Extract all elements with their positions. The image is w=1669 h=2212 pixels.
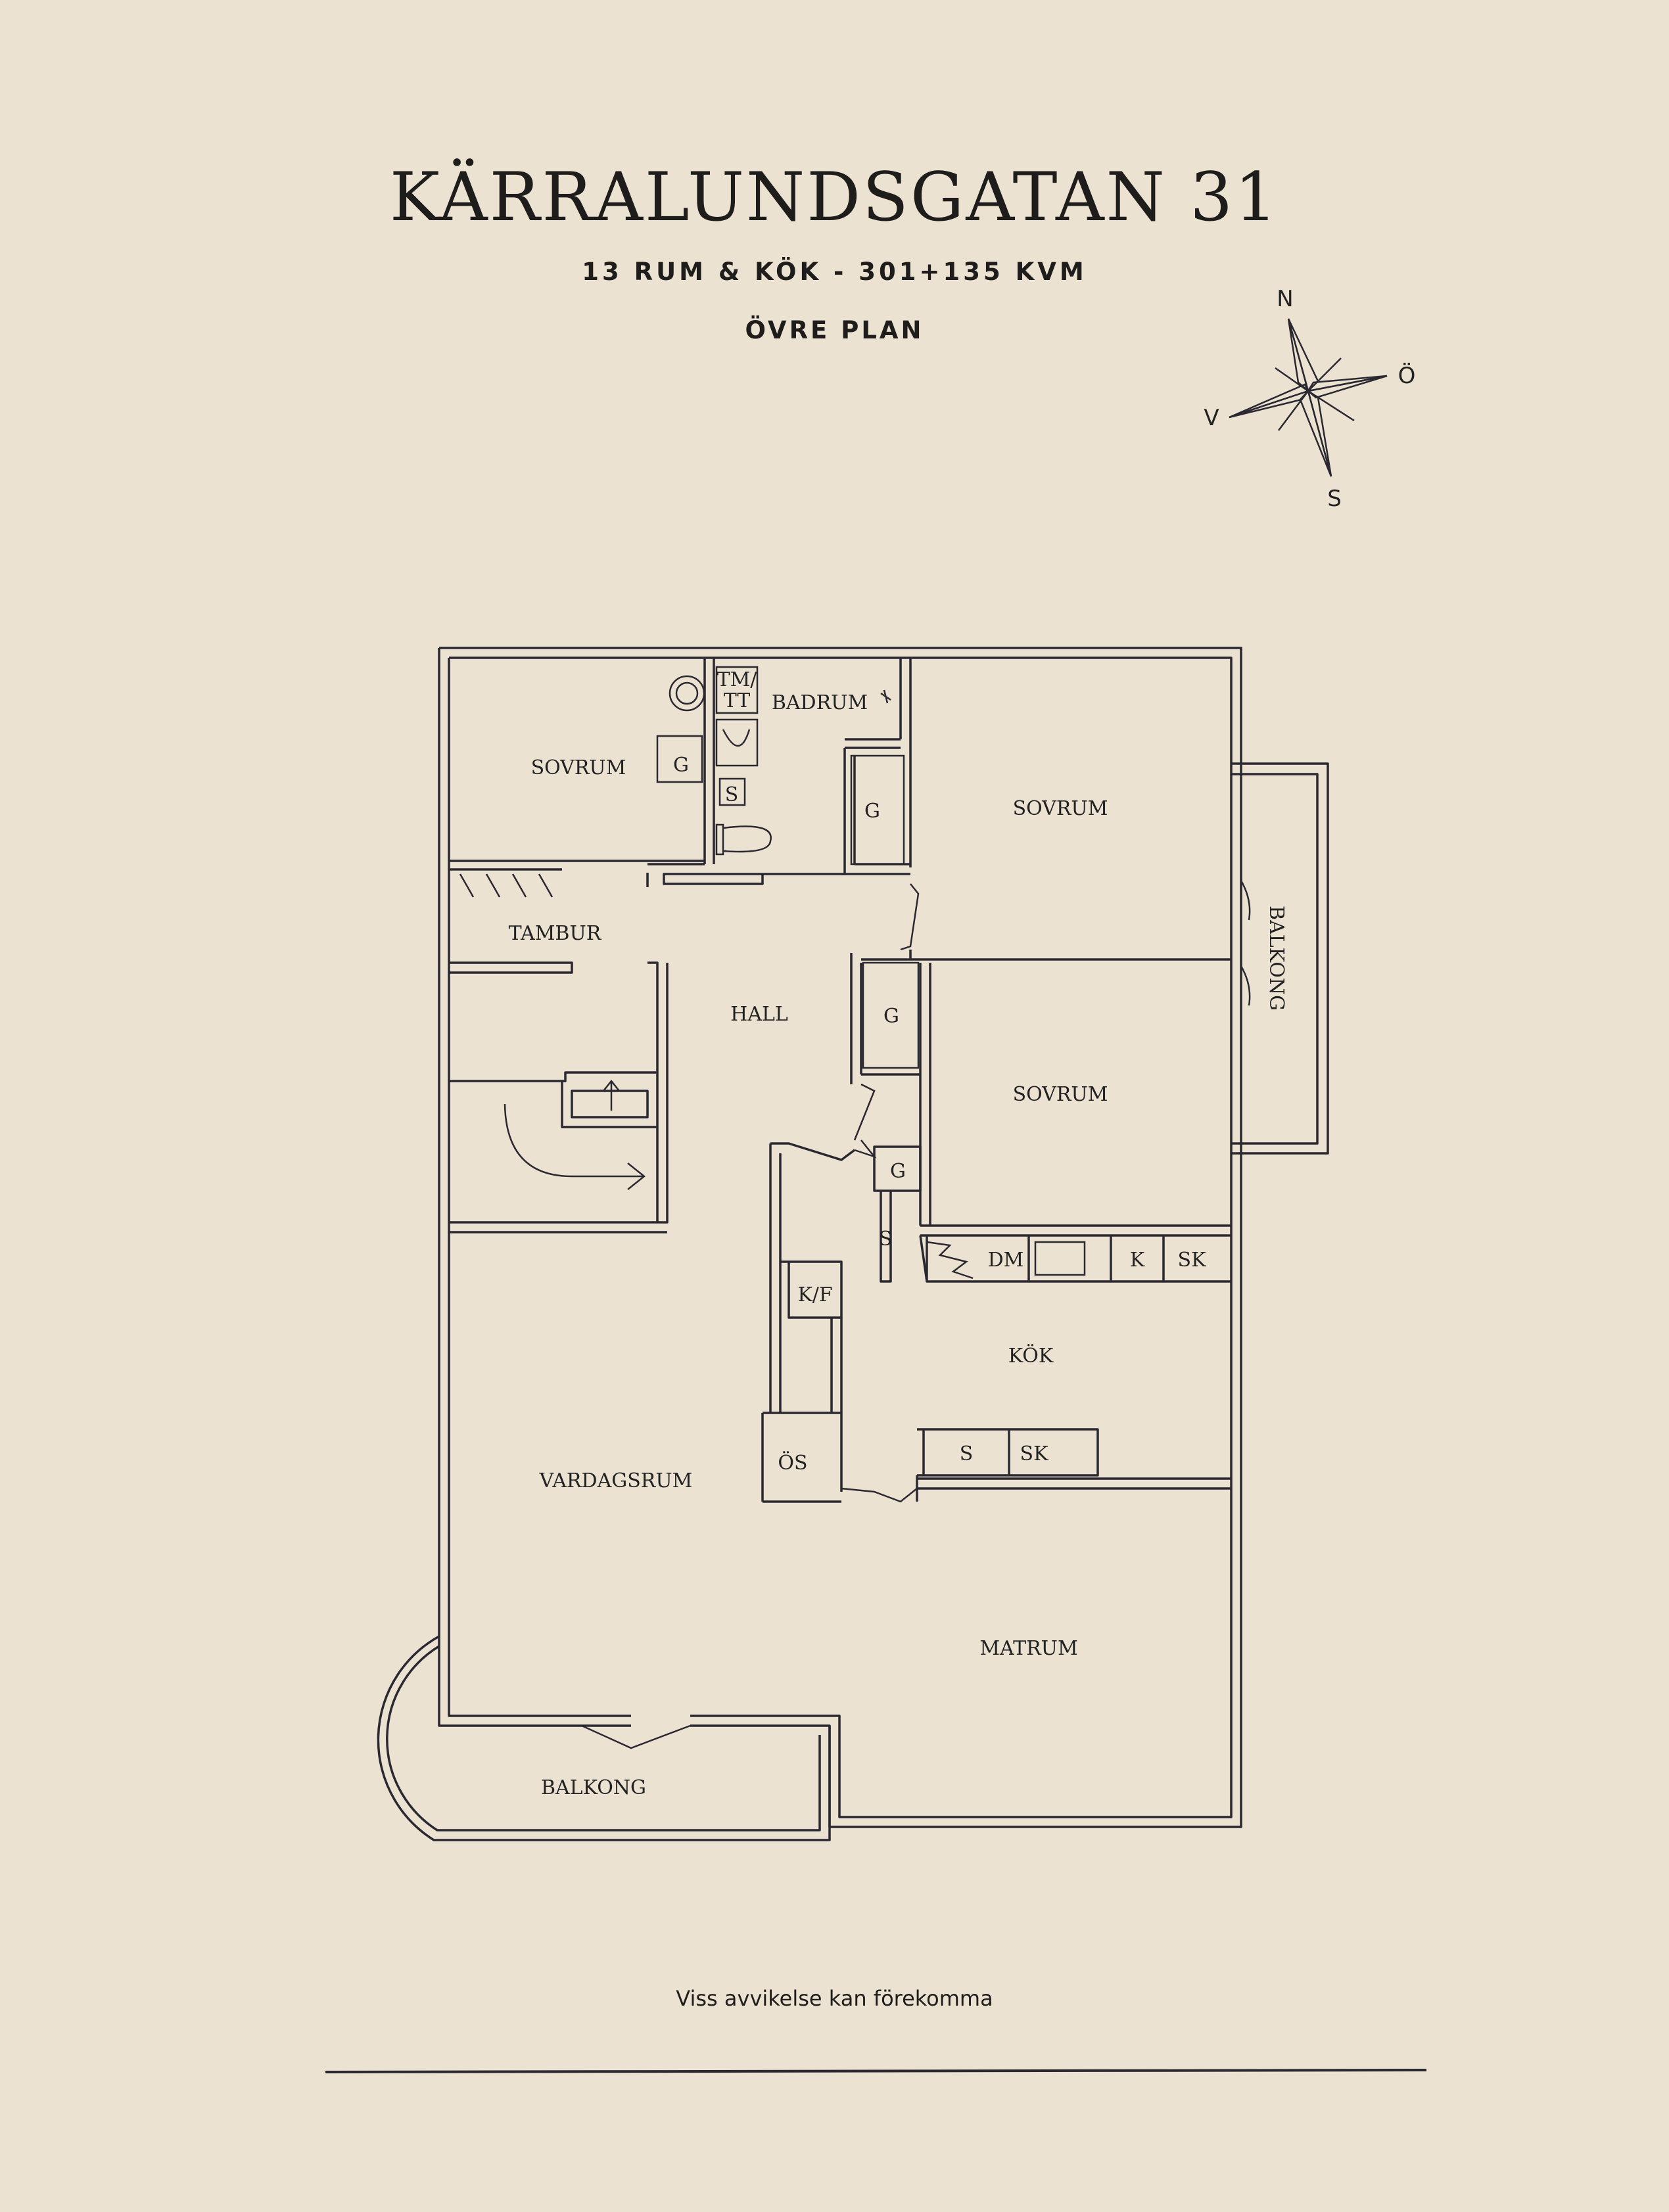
bathroom-fixtures: [656, 666, 891, 856]
interior-walls: [449, 658, 1231, 1503]
fixture-label-g-ne: G: [864, 800, 880, 823]
room-label-hall: HALL: [730, 1003, 788, 1026]
washbasin-icon: [715, 718, 759, 767]
wardrobes: [850, 754, 920, 1069]
room-label-sovrum-e: SOVRUM: [1013, 1083, 1108, 1106]
fixture-label-g-hall: G: [883, 1005, 899, 1028]
room-label-tambur: TAMBUR: [509, 922, 602, 945]
fixture-label-g-nw: G: [673, 754, 689, 777]
fixture-label-s-kitchen: S: [879, 1228, 893, 1251]
fixture-label-dm: DM: [988, 1249, 1024, 1272]
compass-east-label: Ö: [1398, 362, 1416, 389]
disclaimer-note: Viss avvikelse kan förekomma: [676, 1986, 993, 2011]
compass-rose-icon: [1229, 318, 1388, 477]
fixture-label-s-counter: S: [960, 1442, 974, 1465]
boiler-icon: [669, 675, 705, 712]
room-label-balkong-e: BALKONG: [1265, 906, 1288, 1011]
room-label-badrum: BADRUM: [772, 691, 868, 714]
fixture-label-k: K: [1130, 1249, 1145, 1272]
fixture-label-s-badrum: S: [725, 783, 739, 806]
footer-divider: [325, 2069, 1427, 2073]
outer-walls: [438, 647, 1242, 1828]
fixture-label-tt: TT: [724, 689, 751, 712]
east-balcony: [1231, 762, 1329, 1155]
room-label-sovrum-ne: SOVRUM: [1013, 797, 1108, 820]
fixture-label-kf: K/F: [797, 1283, 832, 1306]
page-title: KÄRRALUNDSGATAN 31: [389, 158, 1280, 237]
floor-level-label: ÖVRE PLAN: [745, 316, 924, 344]
room-label-balkong-s: BALKONG: [541, 1776, 646, 1799]
tap-icon: [880, 689, 891, 704]
toilet-icon: [715, 823, 772, 856]
compass-south-label: S: [1327, 486, 1342, 512]
south-balcony: [377, 1635, 831, 1841]
fixture-label-sk-top: SK: [1178, 1249, 1207, 1272]
room-label-kok: KÖK: [1008, 1344, 1054, 1368]
compass-north-label: N: [1277, 286, 1293, 312]
fixture-label-tm: TM/: [717, 668, 758, 691]
room-label-matrum: MATRUM: [979, 1637, 1077, 1660]
room-label-vardagsrum: VARDAGSRUM: [539, 1469, 693, 1492]
room-label-sovrum-nw: SOVRUM: [531, 756, 626, 779]
fixture-label-g-kitchen: G: [890, 1160, 906, 1183]
fixture-label-sk-counter: SK: [1020, 1442, 1049, 1465]
page-subtitle: 13 RUM & KÖK - 301+135 KVM: [582, 258, 1087, 286]
fixture-label-os: ÖS: [778, 1451, 807, 1475]
compass-west-label: V: [1204, 405, 1219, 431]
